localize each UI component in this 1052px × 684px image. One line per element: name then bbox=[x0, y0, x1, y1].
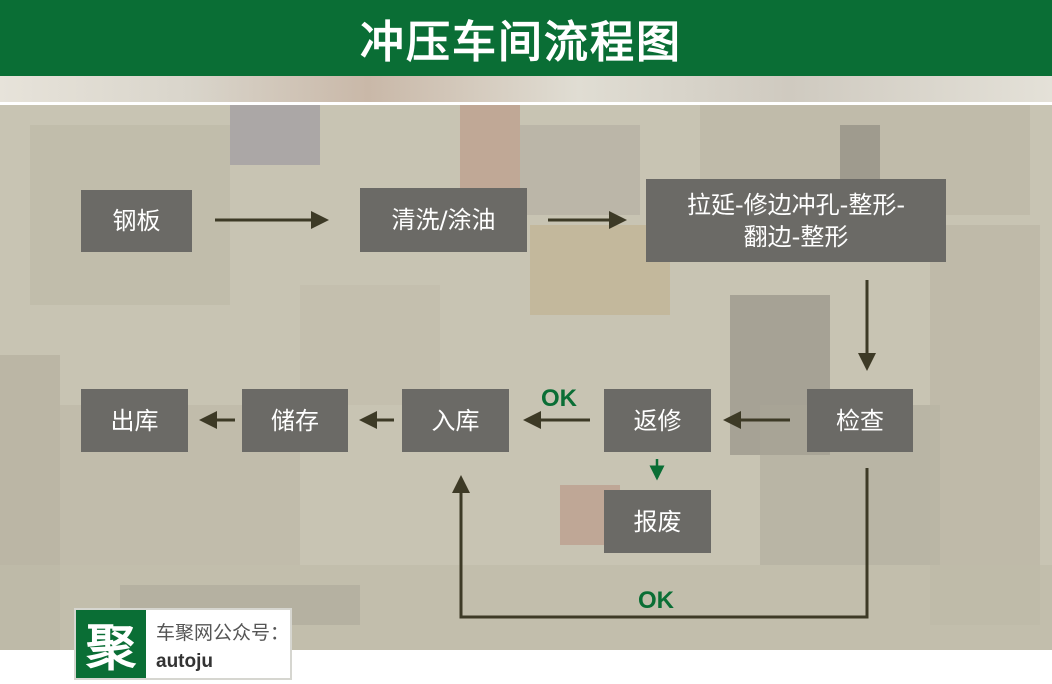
step-scrap: 报废 bbox=[604, 490, 711, 553]
logo-caption: 车聚网公众号： bbox=[156, 622, 290, 644]
step-forming-line2: 翻边-整形 bbox=[743, 222, 849, 251]
step-storage: 储存 bbox=[242, 389, 348, 452]
step-forming-line1: 拉延-修边冲孔-整形- bbox=[687, 190, 905, 219]
step-forming: 拉延-修边冲孔-整形- 翻边-整形 bbox=[646, 179, 946, 262]
step-steel-plate: 钢板 bbox=[81, 190, 192, 252]
ok-label-bottom: OK bbox=[638, 587, 674, 614]
header-bar: 冲压车间流程图 bbox=[0, 0, 1052, 76]
step-repair: 返修 bbox=[604, 389, 711, 452]
photo-strip bbox=[0, 76, 1052, 104]
step-store-in: 入库 bbox=[402, 389, 509, 452]
logo-badge: 聚 车聚网公众号： autoju bbox=[74, 608, 292, 680]
logo-text: 车聚网公众号： autoju bbox=[146, 610, 289, 678]
divider bbox=[0, 102, 1052, 105]
page-title: 冲压车间流程图 bbox=[360, 17, 682, 68]
logo-account: autoju bbox=[156, 651, 213, 672]
ok-label-repair: OK bbox=[541, 385, 577, 412]
step-clean-oil: 清洗/涂油 bbox=[360, 188, 527, 252]
step-store-out: 出库 bbox=[81, 389, 188, 452]
step-inspect: 检查 bbox=[807, 389, 913, 452]
logo-mark: 聚 bbox=[76, 610, 146, 678]
